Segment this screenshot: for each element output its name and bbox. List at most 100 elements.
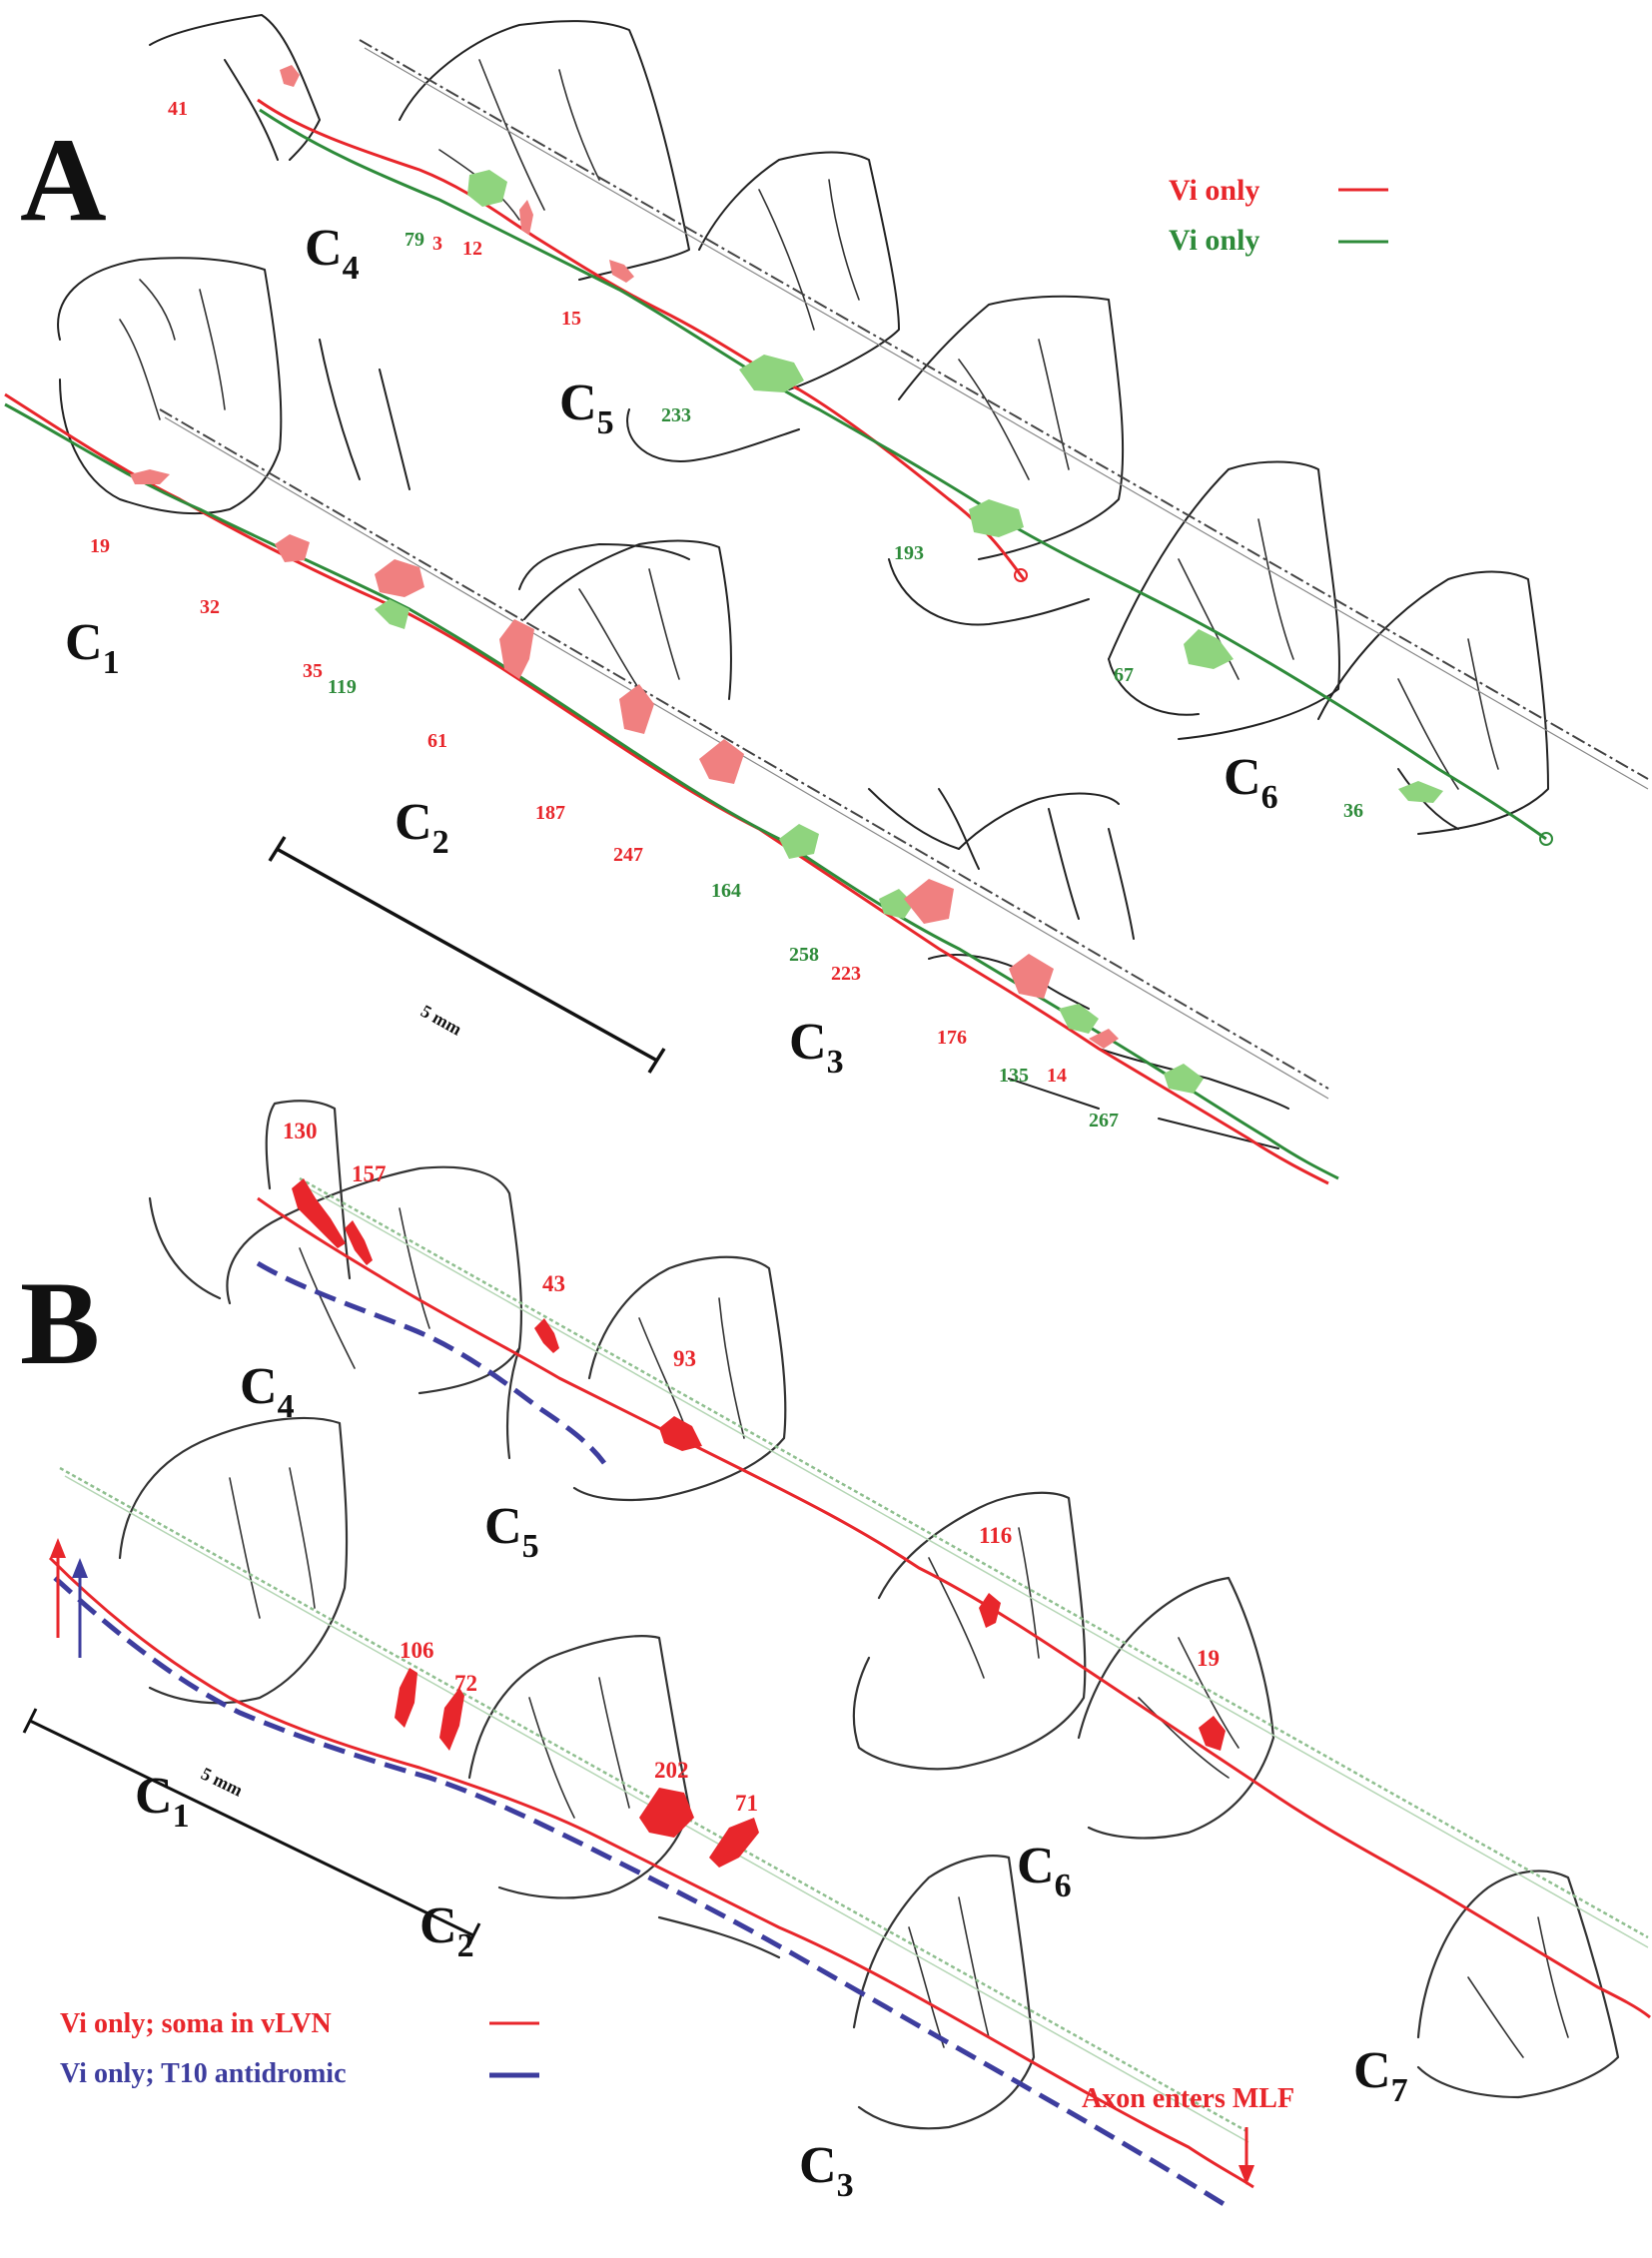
cell-number: 43 xyxy=(542,1271,565,1296)
collateral-red xyxy=(639,1788,694,1838)
legend-label-red: Vi only xyxy=(1169,174,1259,207)
segment-label: C1 xyxy=(135,1768,190,1835)
cell-number: 41 xyxy=(168,98,188,120)
collateral-green xyxy=(1184,629,1234,669)
cell-number: 258 xyxy=(789,944,819,966)
segment-label: C5 xyxy=(484,1498,539,1565)
cell-number: 157 xyxy=(352,1161,387,1186)
panel-a-axon-red-upper xyxy=(257,98,1026,580)
segment-label: C2 xyxy=(395,794,449,861)
panel-b-scale-bar: 5 mm xyxy=(22,1708,481,1948)
segment-label: C7 xyxy=(1353,2042,1408,2109)
collateral-pink xyxy=(619,684,654,734)
panel-b-red-numbers: 130 157 43 93 116 19 106 72 202 71 xyxy=(283,1119,1220,1816)
mlf-annotation: Axon enters MLF xyxy=(1082,2083,1294,2114)
panel-b-midline xyxy=(59,1176,1649,2143)
cell-number: 116 xyxy=(979,1523,1012,1548)
collateral-pink xyxy=(275,534,310,562)
cell-number: 61 xyxy=(427,730,447,752)
legend-label-green: Vi only xyxy=(1169,224,1259,257)
collateral-red xyxy=(292,1178,346,1248)
cell-number: 176 xyxy=(937,1027,967,1049)
panel-b-collaterals xyxy=(292,1178,1226,1868)
cell-number: 223 xyxy=(831,963,861,985)
collateral-green xyxy=(739,355,804,392)
collateral-green xyxy=(1398,781,1443,803)
collateral-pink xyxy=(130,469,170,484)
collateral-green xyxy=(1164,1064,1204,1094)
panel-a-cord-outlines-lower xyxy=(57,257,1289,1149)
collateral-pink xyxy=(519,200,533,235)
panel-a-midline xyxy=(159,39,1649,1100)
panel-a-cord-outlines-upper xyxy=(149,14,1549,835)
segment-label: C6 xyxy=(1224,749,1278,816)
segment-label: C3 xyxy=(799,2137,854,2204)
collateral-green xyxy=(969,499,1024,537)
collateral-pink xyxy=(904,879,954,924)
cell-number: 67 xyxy=(1114,664,1134,686)
panel-b-letter: B xyxy=(20,1256,100,1389)
segment-label: C4 xyxy=(240,1358,295,1425)
cell-number: 71 xyxy=(735,1791,758,1816)
collateral-pink xyxy=(1089,1029,1119,1049)
panel-a-legend: Vi only Vi only xyxy=(1169,174,1388,257)
collateral-red xyxy=(709,1818,759,1868)
panel-b-red-arrow-head xyxy=(50,1538,66,1558)
panel-a-axon-green-lower xyxy=(4,402,1339,1180)
legend-label-red: Vi only; soma in vLVN xyxy=(60,2008,332,2039)
panel-b-axon-blue-lower xyxy=(53,1576,1231,2210)
panel-a-axons xyxy=(4,98,1553,1185)
cell-number: 3 xyxy=(432,233,442,255)
cell-number: 19 xyxy=(1197,1646,1220,1671)
collateral-green xyxy=(779,824,819,859)
panel-a: A xyxy=(4,14,1649,1185)
panel-b-axons xyxy=(48,1196,1651,2210)
scale-label: 5 mm xyxy=(417,1001,465,1040)
panel-a-segment-labels: C4 C5 C6 C1 C2 C3 xyxy=(65,220,1278,1081)
collateral-pink xyxy=(1009,954,1054,999)
cell-number: 193 xyxy=(894,542,924,564)
collateral-red xyxy=(534,1318,559,1353)
collateral-pink xyxy=(609,260,634,283)
collateral-green xyxy=(879,889,914,919)
panel-a-green-numbers: 79 233 193 67 36 119 164 258 135 267 xyxy=(328,229,1363,1131)
panel-b-segment-labels: C4 C5 C6 C7 C1 C2 C3 xyxy=(135,1358,1408,2204)
panel-b-mlf-arrow-head xyxy=(1239,2165,1254,2185)
panel-a-red-numbers: 41 3 12 15 19 32 35 61 187 247 223 176 1… xyxy=(90,98,1067,1087)
collateral-pink xyxy=(280,65,300,87)
panel-b-cord-outlines-upper xyxy=(148,1100,1620,2099)
panel-b-axon-blue-upper xyxy=(256,1260,606,1465)
collateral-pink xyxy=(375,559,424,597)
panel-b-axon-red-upper xyxy=(257,1196,1651,2019)
cell-number: 135 xyxy=(999,1065,1029,1087)
segment-label: C6 xyxy=(1017,1838,1072,1904)
cell-number: 19 xyxy=(90,535,110,557)
panel-a-letter: A xyxy=(20,113,107,246)
panel-a-green-terminal-mark xyxy=(1539,832,1553,846)
cell-number: 164 xyxy=(711,880,741,902)
cell-number: 106 xyxy=(400,1638,434,1663)
cell-number: 93 xyxy=(673,1346,696,1371)
cell-number: 12 xyxy=(462,238,482,260)
segment-label: C1 xyxy=(65,614,120,681)
collateral-pink xyxy=(499,619,534,679)
cell-number: 14 xyxy=(1047,1065,1067,1087)
panel-a-red-terminal-mark xyxy=(1014,568,1028,582)
panel-a-collaterals xyxy=(130,65,1443,1094)
cell-number: 233 xyxy=(661,404,691,426)
cell-number: 36 xyxy=(1343,800,1363,822)
panel-b: B xyxy=(20,1100,1651,2210)
cell-number: 15 xyxy=(561,308,581,330)
cell-number: 119 xyxy=(328,676,357,698)
panel-b-cord-outlines-lower xyxy=(118,1416,1036,2130)
panel-a-axon-green-upper xyxy=(259,108,1547,841)
panel-b-legend: Vi only; soma in vLVN Vi only; T10 antid… xyxy=(60,2008,539,2089)
collateral-red xyxy=(395,1668,417,1728)
collateral-red xyxy=(979,1593,1001,1628)
segment-label: C4 xyxy=(305,220,360,287)
cell-number: 72 xyxy=(454,1671,477,1696)
cell-number: 202 xyxy=(654,1758,689,1783)
legend-label-blue: Vi only; T10 antidromic xyxy=(60,2058,347,2089)
cell-number: 35 xyxy=(303,660,323,682)
